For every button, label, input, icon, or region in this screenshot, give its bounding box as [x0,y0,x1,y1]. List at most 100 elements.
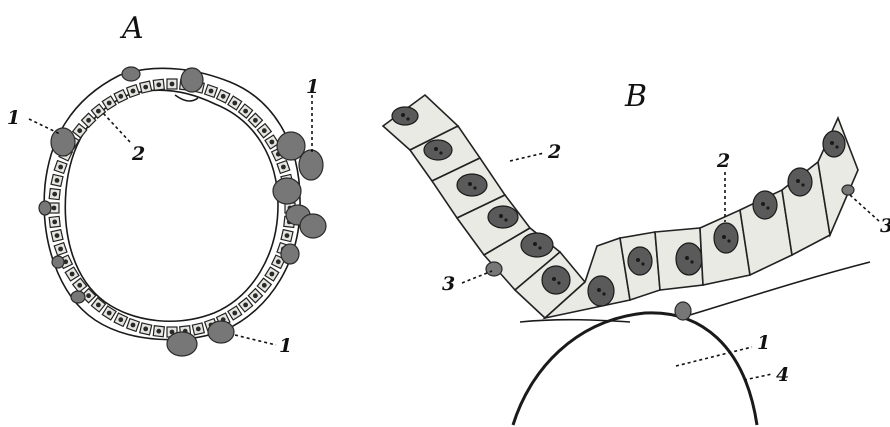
label-1-left: 1 [7,107,20,129]
ring-cell-nucleus [52,220,57,225]
nucleolus [533,242,537,246]
round-body [39,201,51,215]
round-body [181,68,203,92]
ring-cell-nucleus [131,323,136,328]
ring-cell-nucleus [262,128,267,133]
nucleolus [557,281,560,284]
small-body [675,302,691,320]
nucleolus [602,292,605,295]
cell-nucleus [457,174,487,196]
ring-cell-nucleus [253,293,258,298]
nucleolus [504,218,507,221]
ring-cell-nucleus [107,101,112,106]
ring-cell-nucleus [58,165,63,170]
ring-cell-nucleus [209,89,214,94]
label-4: 4 [776,364,789,386]
nucleolus [727,239,730,242]
panel-b-heading: B [624,79,647,114]
ring-cell-nucleus [243,303,248,308]
ring-cell-nucleus [196,327,201,332]
nucleolus [761,202,765,206]
ring-cell-nucleus [131,89,136,94]
round-body [51,128,75,156]
round-body [52,256,64,268]
ring-cell-nucleus [170,82,175,87]
cell-nucleus [488,206,518,228]
panel-a-heading: A [119,11,144,46]
nucleolus [439,151,442,154]
nucleolus [835,145,838,148]
round-body [300,214,326,238]
cell-nucleus [676,243,702,275]
ring-cell-nucleus [156,82,161,87]
nucleolus [552,277,556,281]
cell-nucleus [588,276,614,306]
ring-cell-nucleus [262,283,267,288]
ring-cell-nucleus [55,233,60,238]
ring-cell-nucleus [285,233,290,238]
round-body [71,291,85,303]
nucleolus [538,246,541,249]
nucleolus [641,262,644,265]
round-body [208,321,234,343]
cell-nucleus [628,247,652,275]
ring-cell-nucleus [243,109,248,114]
nucleolus [830,141,834,145]
nucleolus [636,258,640,262]
small-body [486,262,502,276]
ring-cell-nucleus [118,317,123,322]
panel-b: B 2 2 3 3 1 4 [383,79,890,425]
nucleolus [401,113,405,117]
cell-nucleus [823,131,845,157]
label-1-right: 1 [306,76,319,98]
nucleolus [766,206,769,209]
ring-cell-nucleus [281,165,286,170]
cell-nucleus [392,107,418,125]
ring-cell-nucleus [253,118,258,123]
ring-cell-nucleus [77,283,82,288]
leader-line [510,153,544,161]
round-body [122,67,140,81]
ring-cell-nucleus [221,94,226,99]
nucleolus [468,182,472,186]
small-body [842,185,854,195]
nucleolus [690,260,693,263]
cell-nucleus [714,223,738,253]
leader-line [850,195,880,222]
label-2-left: 2 [547,141,561,163]
cell-nucleus [788,168,812,196]
round-bodies [39,67,326,356]
ring-cell-nucleus [232,311,237,316]
leader-line [235,335,276,345]
ring-cell-nucleus [58,247,63,252]
label-2-right: 2 [716,150,730,172]
leader-line [676,347,752,366]
leader-line [103,113,130,142]
ring-cell-nucleus [52,192,57,197]
ring-cell-nucleus [143,327,148,332]
nucleolus [473,186,476,189]
nucleolus [499,214,503,218]
round-body [277,132,305,160]
nucleolus [722,235,726,239]
ring-cell-nucleus [96,303,101,308]
ring-cell-nucleus [77,128,82,133]
round-body [299,150,323,180]
label-1-bottom: 1 [279,335,292,357]
ring-cell-nucleus [143,85,148,90]
ring-cell-nucleus [156,329,161,334]
cell-nucleus [753,191,777,219]
nucleolus [597,288,601,292]
ring-cell-nucleus [86,293,91,298]
ring-cell-nucleus [86,118,91,123]
ring-cell-nucleus [270,140,275,145]
ring-cell-nucleus [107,311,112,316]
panel-a: A [7,11,326,357]
ring-cell-nucleus [276,259,281,264]
label-1: 1 [757,332,770,354]
ring-cell-nucleus [70,272,75,277]
ring-cell-nucleus [118,94,123,99]
nucleolus [685,256,689,260]
nucleolus [406,117,409,120]
